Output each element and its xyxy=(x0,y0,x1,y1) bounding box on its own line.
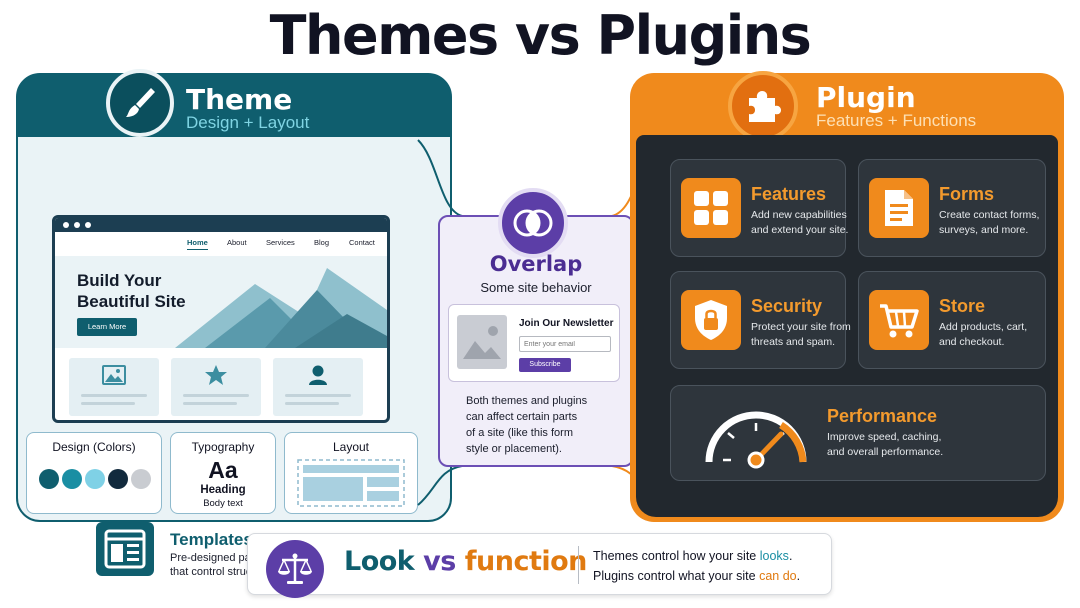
nav-blog: Blog xyxy=(314,238,330,247)
plugin-title: Plugin xyxy=(816,81,916,114)
mountain-illustration xyxy=(175,268,387,348)
forms-card: Forms Create contact forms, surveys, and… xyxy=(858,159,1046,257)
typography-body: Body text xyxy=(203,498,243,509)
features-description: Add new capabilities and extend your sit… xyxy=(751,209,849,236)
learn-more-button[interactable]: Learn More xyxy=(77,318,137,336)
look-vs-function: Look vs function xyxy=(344,546,587,577)
security-description: Protect your site from threats and spam. xyxy=(751,321,851,348)
layout-card: Layout xyxy=(284,432,418,514)
overlap-subtitle: Some site behavior xyxy=(480,280,592,295)
paintbrush-icon xyxy=(106,69,174,137)
template-layout-icon xyxy=(96,522,154,576)
color-swatch xyxy=(62,469,82,489)
color-swatch xyxy=(131,469,151,489)
scales-icon xyxy=(266,540,324,598)
forms-description: Create contact forms, surveys, and more. xyxy=(939,209,1040,236)
browser-title-bar xyxy=(55,218,387,232)
typography-heading: Heading xyxy=(200,484,246,496)
content-card xyxy=(273,358,363,416)
hero-section: Build Your Beautiful Site Learn More xyxy=(55,256,387,348)
page-title: Themes vs Plugins xyxy=(269,4,812,67)
design-colors-card: Design (Colors) xyxy=(26,432,162,514)
grid-icon xyxy=(681,178,741,238)
plugin-body: Features Add new capabilities and extend… xyxy=(636,135,1058,517)
performance-card: Performance Improve speed, caching, and … xyxy=(670,385,1046,481)
document-icon xyxy=(869,178,929,238)
store-description: Add products, cart, and checkout. xyxy=(939,321,1028,348)
features-title: Features xyxy=(751,184,827,204)
overlap-circles-icon xyxy=(498,188,568,258)
speedometer-icon xyxy=(705,411,807,469)
security-title: Security xyxy=(751,296,823,316)
theme-panel: Theme Design + Layout Home About Service… xyxy=(16,69,452,578)
theme-body: Home About Services Blog Contact Build Y… xyxy=(18,137,450,578)
theme-title: Theme xyxy=(186,83,293,116)
content-card xyxy=(171,358,261,416)
newsletter-email-input[interactable] xyxy=(519,336,611,352)
forms-title: Forms xyxy=(939,184,995,204)
typography-label: Typography xyxy=(191,440,255,454)
overlap-description: Both themes and plugins can affect certa… xyxy=(466,395,588,455)
divider xyxy=(578,546,579,584)
performance-description: Improve speed, caching, and overall perf… xyxy=(827,431,944,458)
summary-banner: Look vs function Themes control how your… xyxy=(247,533,832,598)
nav-contact: Contact xyxy=(349,238,375,247)
performance-title: Performance xyxy=(827,406,938,426)
user-icon xyxy=(309,365,327,385)
color-swatch xyxy=(108,469,128,489)
design-colors-label: Design (Colors) xyxy=(52,440,136,454)
color-swatch xyxy=(85,469,105,489)
nav-home: Home xyxy=(187,238,208,250)
features-card: Features Add new capabilities and extend… xyxy=(670,159,848,257)
image-placeholder-icon xyxy=(457,315,507,369)
layout-label: Layout xyxy=(332,440,370,454)
website-mockup: Home About Services Blog Contact Build Y… xyxy=(52,215,390,423)
overlap-title: Overlap xyxy=(489,252,583,276)
typography-sample: Aa xyxy=(208,457,238,483)
summary-text: Themes control how your site looks. Plug… xyxy=(593,549,801,583)
security-card: Security Protect your site from threats … xyxy=(670,271,851,369)
plugin-subtitle: Features + Functions xyxy=(816,111,977,130)
store-card: Store Add products, cart, and checkout. xyxy=(858,271,1046,369)
puzzle-icon xyxy=(728,71,798,141)
nav-services: Services xyxy=(266,238,295,247)
nav-about: About xyxy=(227,238,247,247)
plugin-panel: Plugin Features + Functions Features Add… xyxy=(630,71,1064,522)
newsletter-title: Join Our Newsletter xyxy=(519,318,614,329)
color-swatch xyxy=(39,469,59,489)
cart-icon xyxy=(869,290,929,350)
star-icon xyxy=(205,365,227,385)
newsletter-form-sample: Join Our Newsletter Subscribe xyxy=(448,304,620,382)
subscribe-button[interactable]: Subscribe xyxy=(519,358,571,372)
typography-card: Typography Aa Heading Body text xyxy=(170,432,276,514)
image-icon xyxy=(102,365,126,385)
templates-title: Templates xyxy=(170,530,253,549)
layout-wireframe-icon xyxy=(297,459,405,507)
shield-lock-icon xyxy=(681,290,741,350)
store-title: Store xyxy=(939,296,986,316)
hero-title: Build Your Beautiful Site xyxy=(77,271,186,311)
theme-subtitle: Design + Layout xyxy=(186,113,310,132)
content-card xyxy=(69,358,159,416)
